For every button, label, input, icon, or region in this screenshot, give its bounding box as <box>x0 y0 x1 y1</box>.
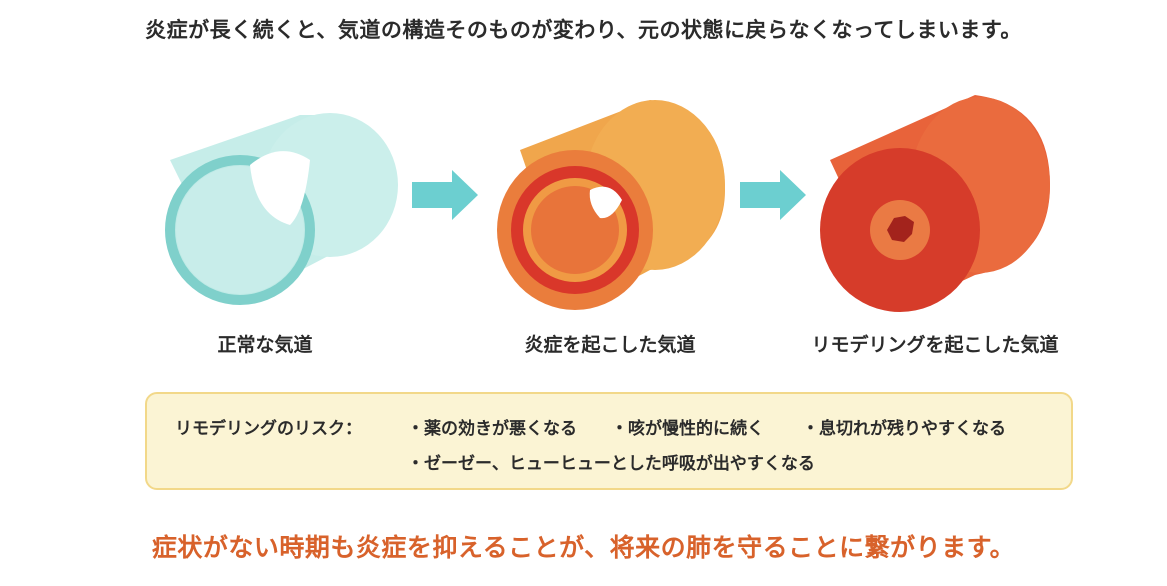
airway-illustration <box>165 95 1050 312</box>
stage-label-remodeled: リモデリングを起こした気道 <box>811 334 1059 356</box>
stage-label-inflamed: 炎症を起こした気道 <box>524 334 696 356</box>
arrow-right-icon <box>740 170 806 220</box>
risk-title: リモデリングのリスク： <box>175 419 362 439</box>
normal-airway-tube <box>165 113 398 305</box>
remodeled-airway-tube <box>820 95 1050 312</box>
stage-label-normal: 正常な気道 <box>217 334 313 356</box>
footer-message: 症状がない時期も炎症を抑えることが、将来の肺を守ることに繋がります。 <box>151 533 1016 562</box>
risk-item: ・咳が慢性的に続く <box>611 419 764 439</box>
risk-item: ・ゼーゼー、ヒューヒューとした呼吸が出やすくなる <box>407 454 815 474</box>
risk-item: ・息切れが残りやすくなる <box>802 419 1006 439</box>
inflamed-airway-tube <box>497 100 725 310</box>
headline: 炎症が長く続くと、気道の構造そのものが変わり、元の状態に戻らなくなってしまいます… <box>145 18 1022 42</box>
arrow-right-icon <box>412 170 478 220</box>
risk-box: リモデリングのリスク： ・薬の効きが悪くなる ・咳が慢性的に続く ・息切れが残り… <box>145 392 1073 490</box>
risk-item: ・薬の効きが悪くなる <box>407 419 577 439</box>
